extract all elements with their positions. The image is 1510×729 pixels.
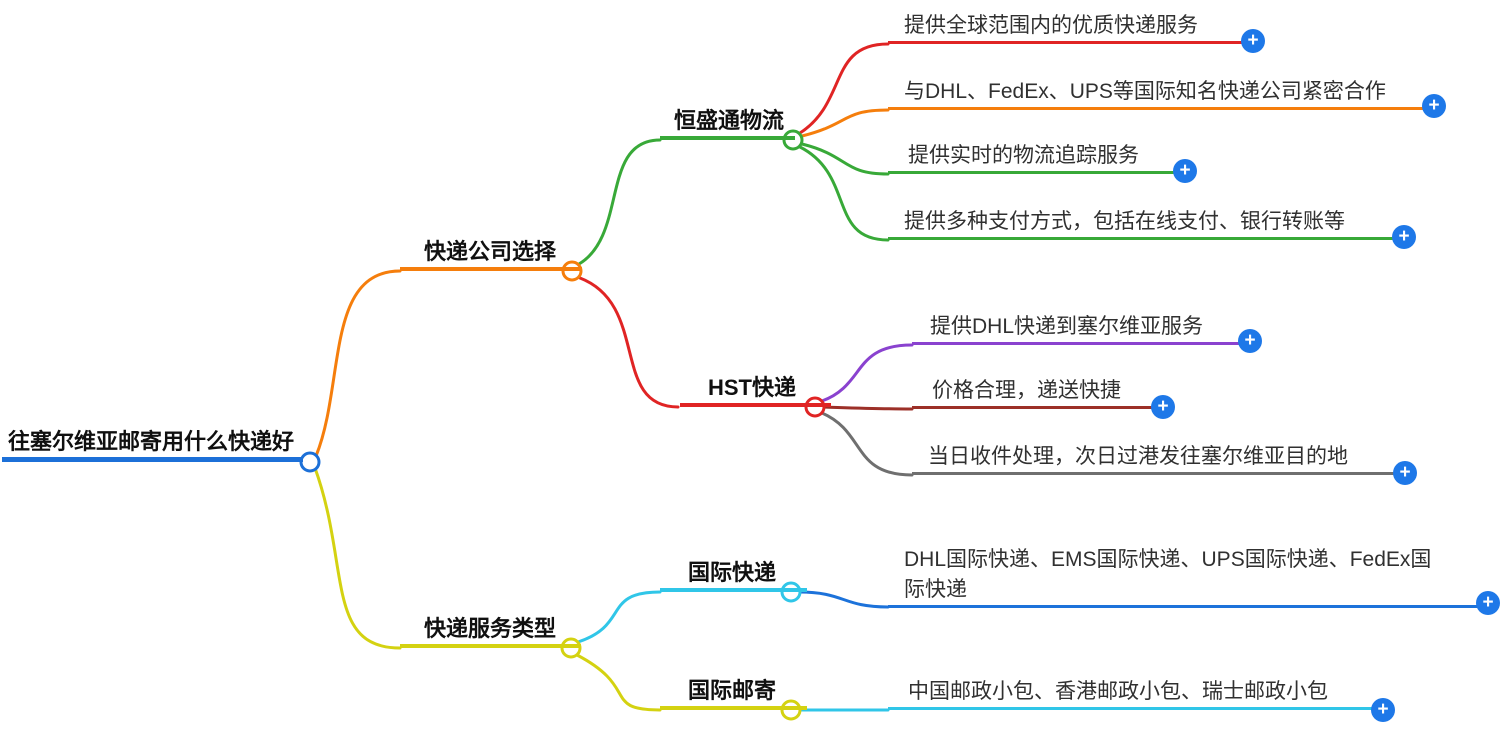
node-circle-hengshengtong[interactable] xyxy=(782,129,804,151)
connector-hengshengtong-leaf2 xyxy=(800,108,890,138)
leaf-price[interactable]: 价格合理，递送快捷 xyxy=(912,376,1167,409)
node-circle-root[interactable] xyxy=(299,451,321,473)
node-circle-hst[interactable] xyxy=(804,396,826,418)
add-child-button[interactable]: + xyxy=(1422,94,1446,118)
add-child-button[interactable]: + xyxy=(1151,395,1175,419)
connector-root-company xyxy=(314,269,402,458)
leaf-express-carriers[interactable]: DHL国际快递、EMS国际快递、UPS国际快递、FedEx国际快递 xyxy=(888,545,1483,608)
node-root[interactable]: 往塞尔维亚邮寄用什么快递好 xyxy=(2,427,303,462)
node-intl-express[interactable]: 国际快递 xyxy=(660,558,807,592)
leaf-global-service[interactable]: 提供全球范围内的优质快递服务 xyxy=(888,11,1254,44)
leaf-express-carriers-text: DHL国际快递、EMS国际快递、UPS国际快递、FedEx国际快递 xyxy=(904,548,1432,601)
leaf-dhl-serbia[interactable]: 提供DHL快递到塞尔维亚服务 xyxy=(912,312,1252,345)
connector-hengshengtong-leaf4 xyxy=(798,145,890,242)
connector-hengshengtong-leaf3 xyxy=(800,142,890,176)
connector-company-hengshengtong xyxy=(577,138,662,266)
node-circle-intlmail[interactable] xyxy=(780,699,802,721)
node-hengshengtong[interactable]: 恒盛通物流 xyxy=(660,106,795,140)
add-child-button[interactable]: + xyxy=(1371,698,1395,722)
node-hst-express[interactable]: HST快递 xyxy=(680,373,831,407)
node-circle-intlexpress[interactable] xyxy=(780,581,802,603)
leaf-payment[interactable]: 提供多种支付方式，包括在线支付、银行转账等 xyxy=(888,207,1404,240)
node-circle-servicetype[interactable] xyxy=(560,637,582,659)
add-child-button[interactable]: + xyxy=(1393,461,1417,485)
connector-intlexpress-leaf1 xyxy=(797,590,890,609)
leaf-sameday[interactable]: 当日收件处理，次日过港发往塞尔维亚目的地 xyxy=(912,442,1405,475)
add-child-button[interactable]: + xyxy=(1392,225,1416,249)
connector-hst-leaf3 xyxy=(820,411,914,477)
leaf-partners[interactable]: 与DHL、FedEx、UPS等国际知名快递公司紧密合作 xyxy=(888,77,1434,110)
connector-hst-leaf1 xyxy=(820,343,914,403)
connector-company-hst xyxy=(578,276,680,409)
node-circle-company[interactable] xyxy=(561,260,583,282)
node-branch-servicetype[interactable]: 快递服务类型 xyxy=(400,614,581,648)
leaf-postal-packets[interactable]: 中国邮政小包、香港邮政小包、瑞士邮政小包 xyxy=(888,677,1387,710)
add-child-button[interactable]: + xyxy=(1238,329,1262,353)
add-child-button[interactable]: + xyxy=(1476,591,1500,615)
connector-hengshengtong-leaf1 xyxy=(798,42,890,135)
node-branch-company[interactable]: 快递公司选择 xyxy=(400,237,582,271)
connector-servicetype-intlmail xyxy=(575,653,662,712)
connector-root-servicetype xyxy=(313,466,402,650)
connector-hst-leaf2 xyxy=(821,405,914,411)
connector-servicetype-intlexpress xyxy=(576,590,662,644)
leaf-tracking[interactable]: 提供实时的物流追踪服务 xyxy=(888,141,1189,174)
add-child-button[interactable]: + xyxy=(1173,159,1197,183)
add-child-button[interactable]: + xyxy=(1241,29,1265,53)
node-intl-mail[interactable]: 国际邮寄 xyxy=(660,676,807,710)
